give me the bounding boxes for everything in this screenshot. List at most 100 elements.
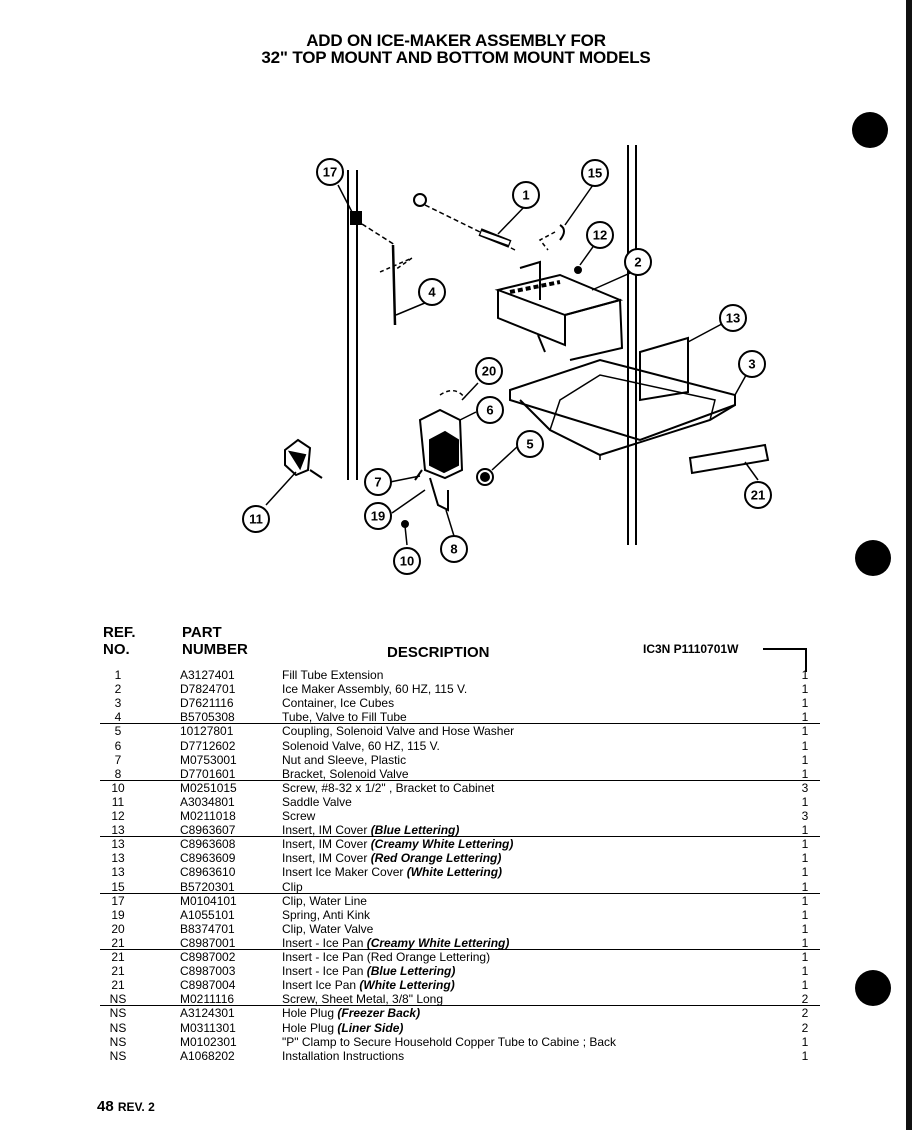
callout-circle-10 — [393, 547, 421, 575]
quantity-cell: 2 — [801, 1006, 809, 1021]
description-group: Insert - Ice Pan (Blue Lettering) — [282, 964, 455, 978]
part-number-cell: C8987003 — [180, 964, 236, 979]
ref-no-cell: 19 — [111, 907, 125, 922]
part-number-cell: C8963610 — [180, 865, 236, 880]
binder-hole-top — [852, 112, 888, 148]
quantity-cell: 1 — [801, 950, 809, 964]
ref-no-cell: 13 — [111, 823, 125, 838]
quantity-cell: 1 — [801, 921, 809, 936]
ref-no-cell: 15 — [111, 879, 125, 894]
callout-circle-12 — [586, 221, 614, 249]
part-number-cell: M0211116 — [180, 992, 235, 1007]
group-divider — [100, 949, 820, 950]
description-cell: Insert Ice Maker Cover — [282, 865, 407, 880]
description-cell: Insert, IM Cover — [282, 837, 371, 852]
part-number-header-line2: NUMBER — [182, 641, 248, 658]
description-cell: Spring, Anti Kink — [282, 907, 371, 922]
callout-circle-17 — [316, 158, 344, 186]
callout-label-11: 11 — [249, 512, 263, 527]
callout-label-19: 19 — [371, 509, 385, 524]
description-cell: Container, Ice Cubes — [282, 696, 395, 711]
binder-hole-middle — [855, 540, 891, 576]
callout-circle-8 — [440, 535, 468, 563]
group-divider — [100, 892, 820, 894]
callout-label-1: 1 — [522, 188, 529, 203]
group-divider — [100, 1005, 820, 1007]
part-number-cell: A3124301 — [180, 1006, 235, 1021]
part-number-cell: M0753001 — [180, 752, 237, 767]
description-group: Insert, IM Cover (Creamy White Lettering… — [282, 837, 513, 851]
description-cell: Screw — [282, 809, 316, 823]
quantity-cell: 1 — [801, 766, 809, 781]
quantity-cell: 1 — [801, 1048, 809, 1063]
callout-circle-20 — [475, 357, 503, 385]
callout-circle-1 — [512, 181, 540, 209]
description-cell: Insert - Ice Pan (Red Orange Lettering) — [282, 950, 491, 964]
description-cell: Fill Tube Extension — [282, 668, 384, 682]
part-number-cell: C8987002 — [180, 950, 236, 964]
ref-no-cell: 17 — [111, 893, 125, 908]
description-group: Insert, IM Cover (Red Orange Lettering) — [282, 851, 501, 865]
quantity-cell: 1 — [801, 710, 809, 725]
description-group: Hole Plug (Freezer Back) — [282, 1006, 420, 1020]
part-number-cell: C8963608 — [180, 837, 236, 852]
callout-circle-6 — [476, 396, 504, 424]
description-note: (Creamy White Lettering) — [366, 935, 510, 950]
ref-no-cell: 12 — [111, 809, 125, 823]
page-number: 48 — [97, 1098, 114, 1115]
description-cell: Clip — [282, 879, 303, 894]
description-cell: Installation Instructions — [282, 1048, 405, 1063]
part-number-cell: C8963607 — [180, 823, 236, 838]
description-cell: Saddle Valve — [282, 794, 352, 809]
ref-no-cell: 13 — [111, 865, 125, 880]
page-footer: 48 REV. 2 — [97, 1098, 155, 1115]
description-note: (White Lettering) — [359, 978, 455, 993]
quantity-cell: 1 — [801, 978, 809, 993]
ref-no-cell: 11 — [111, 794, 125, 809]
part-number-cell: M0251015 — [180, 780, 237, 795]
description-note: (Red Orange Lettering) — [370, 851, 502, 866]
quantity-cell: 1 — [801, 668, 809, 682]
quantity-cell: 2 — [801, 992, 809, 1007]
ref-no-cell: 8 — [114, 766, 122, 781]
quantity-cell: 1 — [801, 682, 809, 697]
description-cell: Solenoid Valve, 60 HZ, 115 V. — [282, 738, 440, 753]
description-cell: Hole Plug — [282, 1020, 338, 1035]
part-number-cell: A3127401 — [180, 668, 235, 682]
quantity-cell: 1 — [801, 738, 809, 753]
quantity-cell: 1 — [801, 794, 809, 809]
callout-label-2: 2 — [634, 255, 641, 270]
quantity-cell: 1 — [801, 837, 809, 852]
ref-no-cell: 4 — [114, 710, 122, 725]
quantity-cell: 1 — [801, 865, 809, 880]
callout-label-6: 6 — [486, 403, 493, 418]
quantity-cell: 3 — [801, 809, 809, 823]
callout-label-12: 12 — [593, 228, 607, 243]
callout-label-3: 3 — [748, 357, 755, 372]
part-number-cell: D7712602 — [180, 738, 236, 753]
quantity-cell: 3 — [801, 780, 809, 795]
part-number-cell: B8374701 — [180, 921, 235, 936]
quantity-cell: 1 — [801, 893, 809, 908]
group-divider — [100, 836, 820, 838]
table-corner-mark — [763, 648, 807, 672]
revision-label: REV. 2 — [117, 1100, 155, 1114]
ref-no-cell: NS — [109, 1006, 127, 1021]
description-cell: Insert - Ice Pan — [282, 935, 367, 950]
description-cell: Clip, Water Line — [282, 893, 367, 908]
table-row: NS A3124301 Hole Plug (Freezer Back) 2 — [0, 1006, 912, 1020]
part-number-cell: 10127801 — [180, 724, 234, 739]
description-cell: Insert - Ice Pan — [282, 964, 367, 979]
